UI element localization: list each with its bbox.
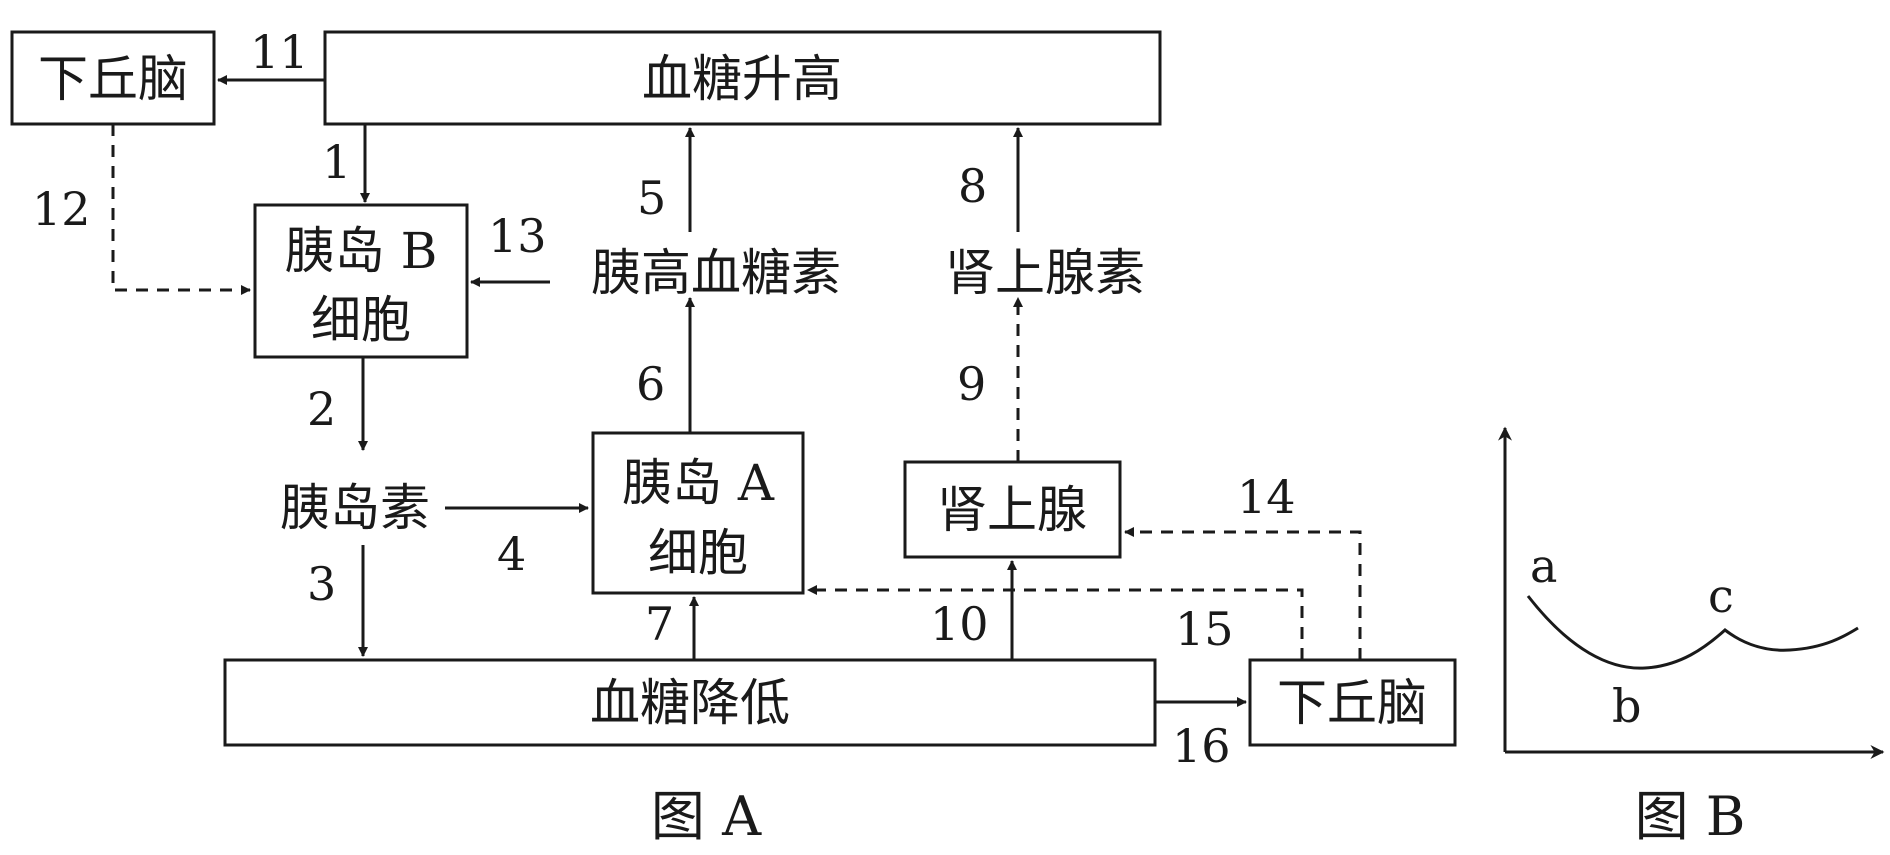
blood-sugar-curve [1526,595,1859,670]
arrow-number-2: 2 [307,382,336,436]
adrenal-gland-label: 肾上腺 [937,481,1087,539]
figure-b-caption: 图 B [1635,785,1746,848]
arrow-number-1: 1 [322,135,351,189]
glucagon-label: 胰高血糖素 [591,244,841,302]
arrow-number-10: 10 [930,597,989,651]
arrow-number-6: 6 [636,357,665,411]
hypothalamus-top-label: 下丘脑 [38,50,188,108]
figure-a-caption: 图 A [651,785,762,848]
hypothalamus-bottom-label: 下丘脑 [1277,674,1427,732]
blood-sugar-fall-label: 血糖降低 [590,674,790,732]
arrow-14 [1124,527,1362,660]
arrow-number-8: 8 [958,159,987,213]
curve-point-a: a [1530,539,1557,593]
diagram-b: a b c 图 B [1498,426,1885,848]
arrow-number-7: 7 [645,597,674,651]
islet-a-cell-box [591,431,805,595]
arrow-number-12: 12 [32,182,91,236]
adrenaline-label: 肾上腺素 [945,244,1145,302]
hypothalamus-bottom-box [1248,658,1457,747]
islet-a-cell-label-line2: 细胞 [648,524,748,582]
arrow-number-15: 15 [1175,602,1234,656]
arrow-15 [807,585,1304,660]
arrow-number-4: 4 [497,527,526,581]
arrow-12 [111,124,251,295]
arrow-number-9: 9 [957,357,986,411]
blood-sugar-rise-label: 血糖升高 [642,50,842,108]
islet-a-cell-label-line1: 胰岛 A [622,454,775,512]
blood-sugar-rise-box [323,30,1162,126]
arrow-number-11: 11 [250,25,309,79]
arrow-number-16: 16 [1172,719,1231,773]
insulin-label: 胰岛素 [280,479,430,537]
arrow-number-13: 13 [488,209,547,263]
arrow-number-3: 3 [307,557,336,611]
diagram-a: 下丘脑 血糖升高 胰岛 B 细胞 胰岛 A 细胞 肾上腺 血糖降低 下丘脑 胰岛… [10,25,1457,848]
islet-b-cell-box [253,203,469,359]
hypothalamus-top-box [10,30,216,126]
blood-sugar-fall-box [223,658,1157,747]
arrow-number-5: 5 [637,171,666,225]
islet-b-cell-label-line1: 胰岛 B [285,222,438,280]
curve-point-b: b [1612,679,1641,733]
arrow-number-14: 14 [1237,470,1296,524]
islet-b-cell-label-line2: 细胞 [311,291,411,349]
adrenal-gland-box [903,460,1122,559]
curve-point-c: c [1708,569,1734,623]
